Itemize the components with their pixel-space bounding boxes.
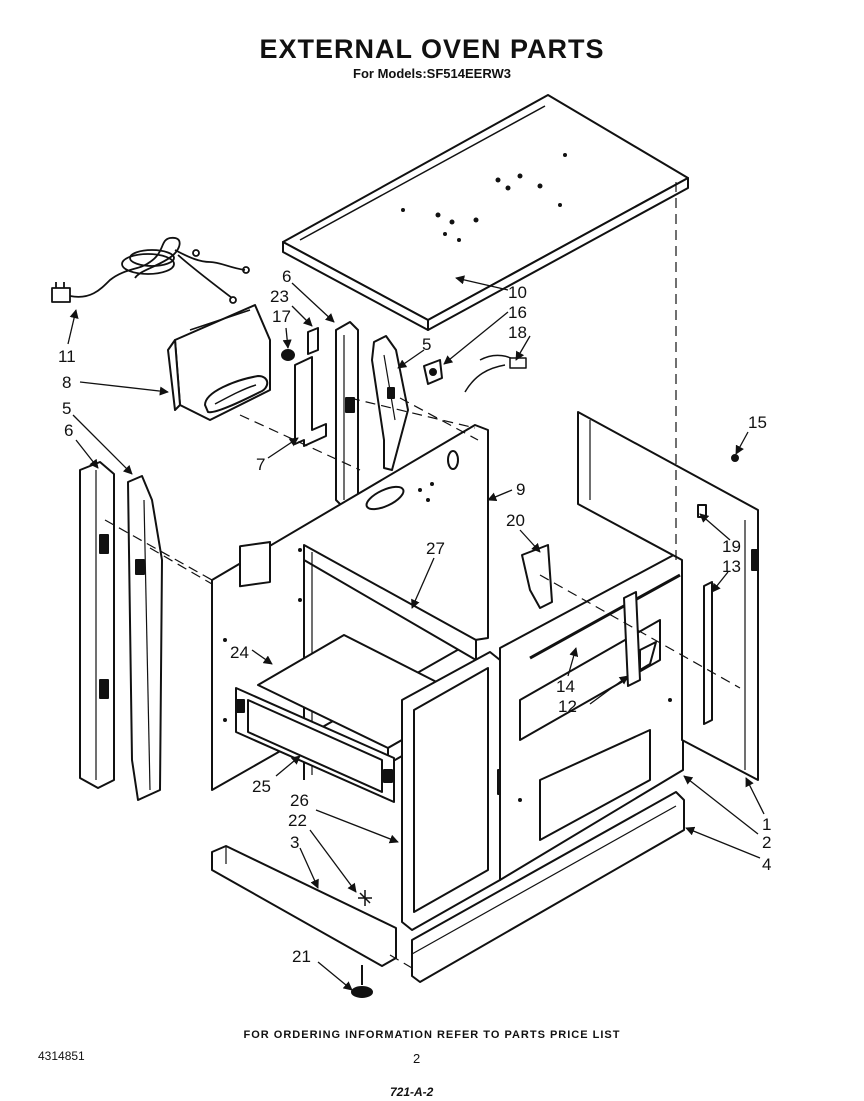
callout-1: 1	[762, 815, 771, 834]
callout-10: 10	[508, 283, 527, 302]
callout-4: 4	[762, 855, 771, 874]
callout-5b: 5	[62, 399, 71, 418]
top-panel	[282, 94, 689, 331]
ordering-note: FOR ORDERING INFORMATION REFER TO PARTS …	[243, 1029, 621, 1041]
side-trim-6	[79, 461, 115, 789]
callout-19: 19	[722, 537, 741, 556]
callout-9: 9	[516, 480, 525, 499]
base-rail-4	[411, 791, 685, 983]
callout-8: 8	[62, 373, 71, 392]
callout-25: 25	[252, 777, 271, 796]
side-trim-5	[127, 475, 163, 801]
rail-13	[703, 581, 713, 725]
callout-labels: 1 2 3 4 5 5 6 6 7 8 9 10 11 12 13 14 15 …	[58, 267, 771, 966]
callout-14: 14	[556, 677, 575, 696]
page-number: 2	[413, 1051, 421, 1066]
leveling-leg-21	[351, 965, 373, 998]
page-title: EXTERNAL OVEN PARTS	[259, 34, 605, 64]
bracket-20	[521, 544, 553, 609]
clip-16	[423, 359, 443, 385]
front-frame-25	[235, 687, 395, 803]
callout-20: 20	[506, 511, 525, 530]
front-frame-26	[401, 651, 505, 931]
callout-5: 5	[422, 335, 431, 354]
back-panel	[211, 424, 489, 791]
sheet-code: 721-A-2	[390, 1085, 434, 1099]
models-subtitle: For Models:SF514EERW3	[353, 66, 511, 81]
callout-24: 24	[230, 643, 249, 662]
callout-2: 2	[762, 833, 771, 852]
bracket-23	[307, 327, 319, 355]
bracket-12	[623, 591, 657, 687]
wire-harness-18	[464, 354, 527, 393]
clip-17	[281, 349, 295, 361]
callout-21: 21	[292, 947, 311, 966]
bracket-7	[294, 356, 327, 447]
callout-6: 6	[282, 267, 291, 286]
power-cord	[51, 237, 250, 304]
document-number: 4314851	[38, 1049, 85, 1063]
leader-lines	[67, 275, 765, 991]
callout-15: 15	[748, 413, 767, 432]
callout-17: 17	[272, 307, 291, 326]
callout-6b: 6	[64, 421, 73, 440]
callout-16: 16	[508, 303, 527, 322]
upper-side-trim-5	[371, 335, 409, 471]
callout-26: 26	[290, 791, 309, 810]
callout-13: 13	[722, 557, 741, 576]
callout-3: 3	[290, 833, 299, 852]
callout-12: 12	[558, 697, 577, 716]
callout-18: 18	[508, 323, 527, 342]
assembly-lines	[104, 182, 741, 969]
vent-duct	[167, 304, 271, 421]
callout-22: 22	[288, 811, 307, 830]
callout-27: 27	[426, 539, 445, 558]
callout-11: 11	[58, 347, 76, 366]
callout-23: 23	[270, 287, 289, 306]
upper-side-trim-6	[335, 321, 359, 509]
clip-22	[358, 890, 372, 906]
callout-7: 7	[256, 455, 265, 474]
